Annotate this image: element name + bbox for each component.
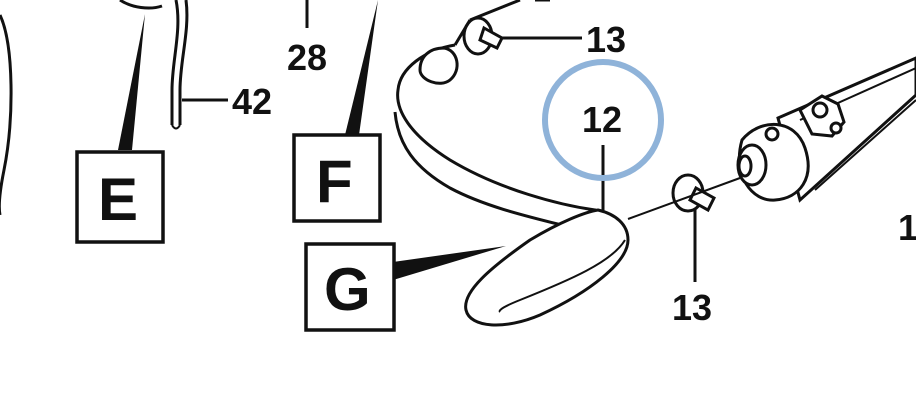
box-g: G bbox=[304, 242, 396, 332]
svg-text:G: G bbox=[324, 256, 371, 323]
svg-text:F: F bbox=[316, 148, 353, 215]
connector-line bbox=[627, 177, 741, 220]
left-edge-part bbox=[0, 14, 13, 215]
callout-28: 28 bbox=[287, 37, 327, 78]
clamp-lower bbox=[671, 173, 716, 213]
pointer-g bbox=[393, 246, 506, 280]
pointer-f bbox=[345, 0, 378, 135]
callout-13-bottom: 13 bbox=[672, 287, 712, 328]
box-f: F bbox=[292, 133, 382, 223]
box-e: E bbox=[75, 150, 165, 244]
callout-42: 42 bbox=[232, 81, 272, 122]
callout-edge: 1 bbox=[898, 207, 916, 248]
clamp-top bbox=[462, 16, 504, 56]
callout-13-top: 13 bbox=[586, 19, 626, 60]
callout-12: 12 bbox=[582, 99, 622, 140]
highlight-circle bbox=[542, 59, 664, 181]
rod-part-42 bbox=[119, 0, 189, 130]
pointer-e bbox=[118, 14, 145, 150]
housing-part bbox=[736, 56, 916, 203]
svg-text:E: E bbox=[98, 166, 138, 233]
